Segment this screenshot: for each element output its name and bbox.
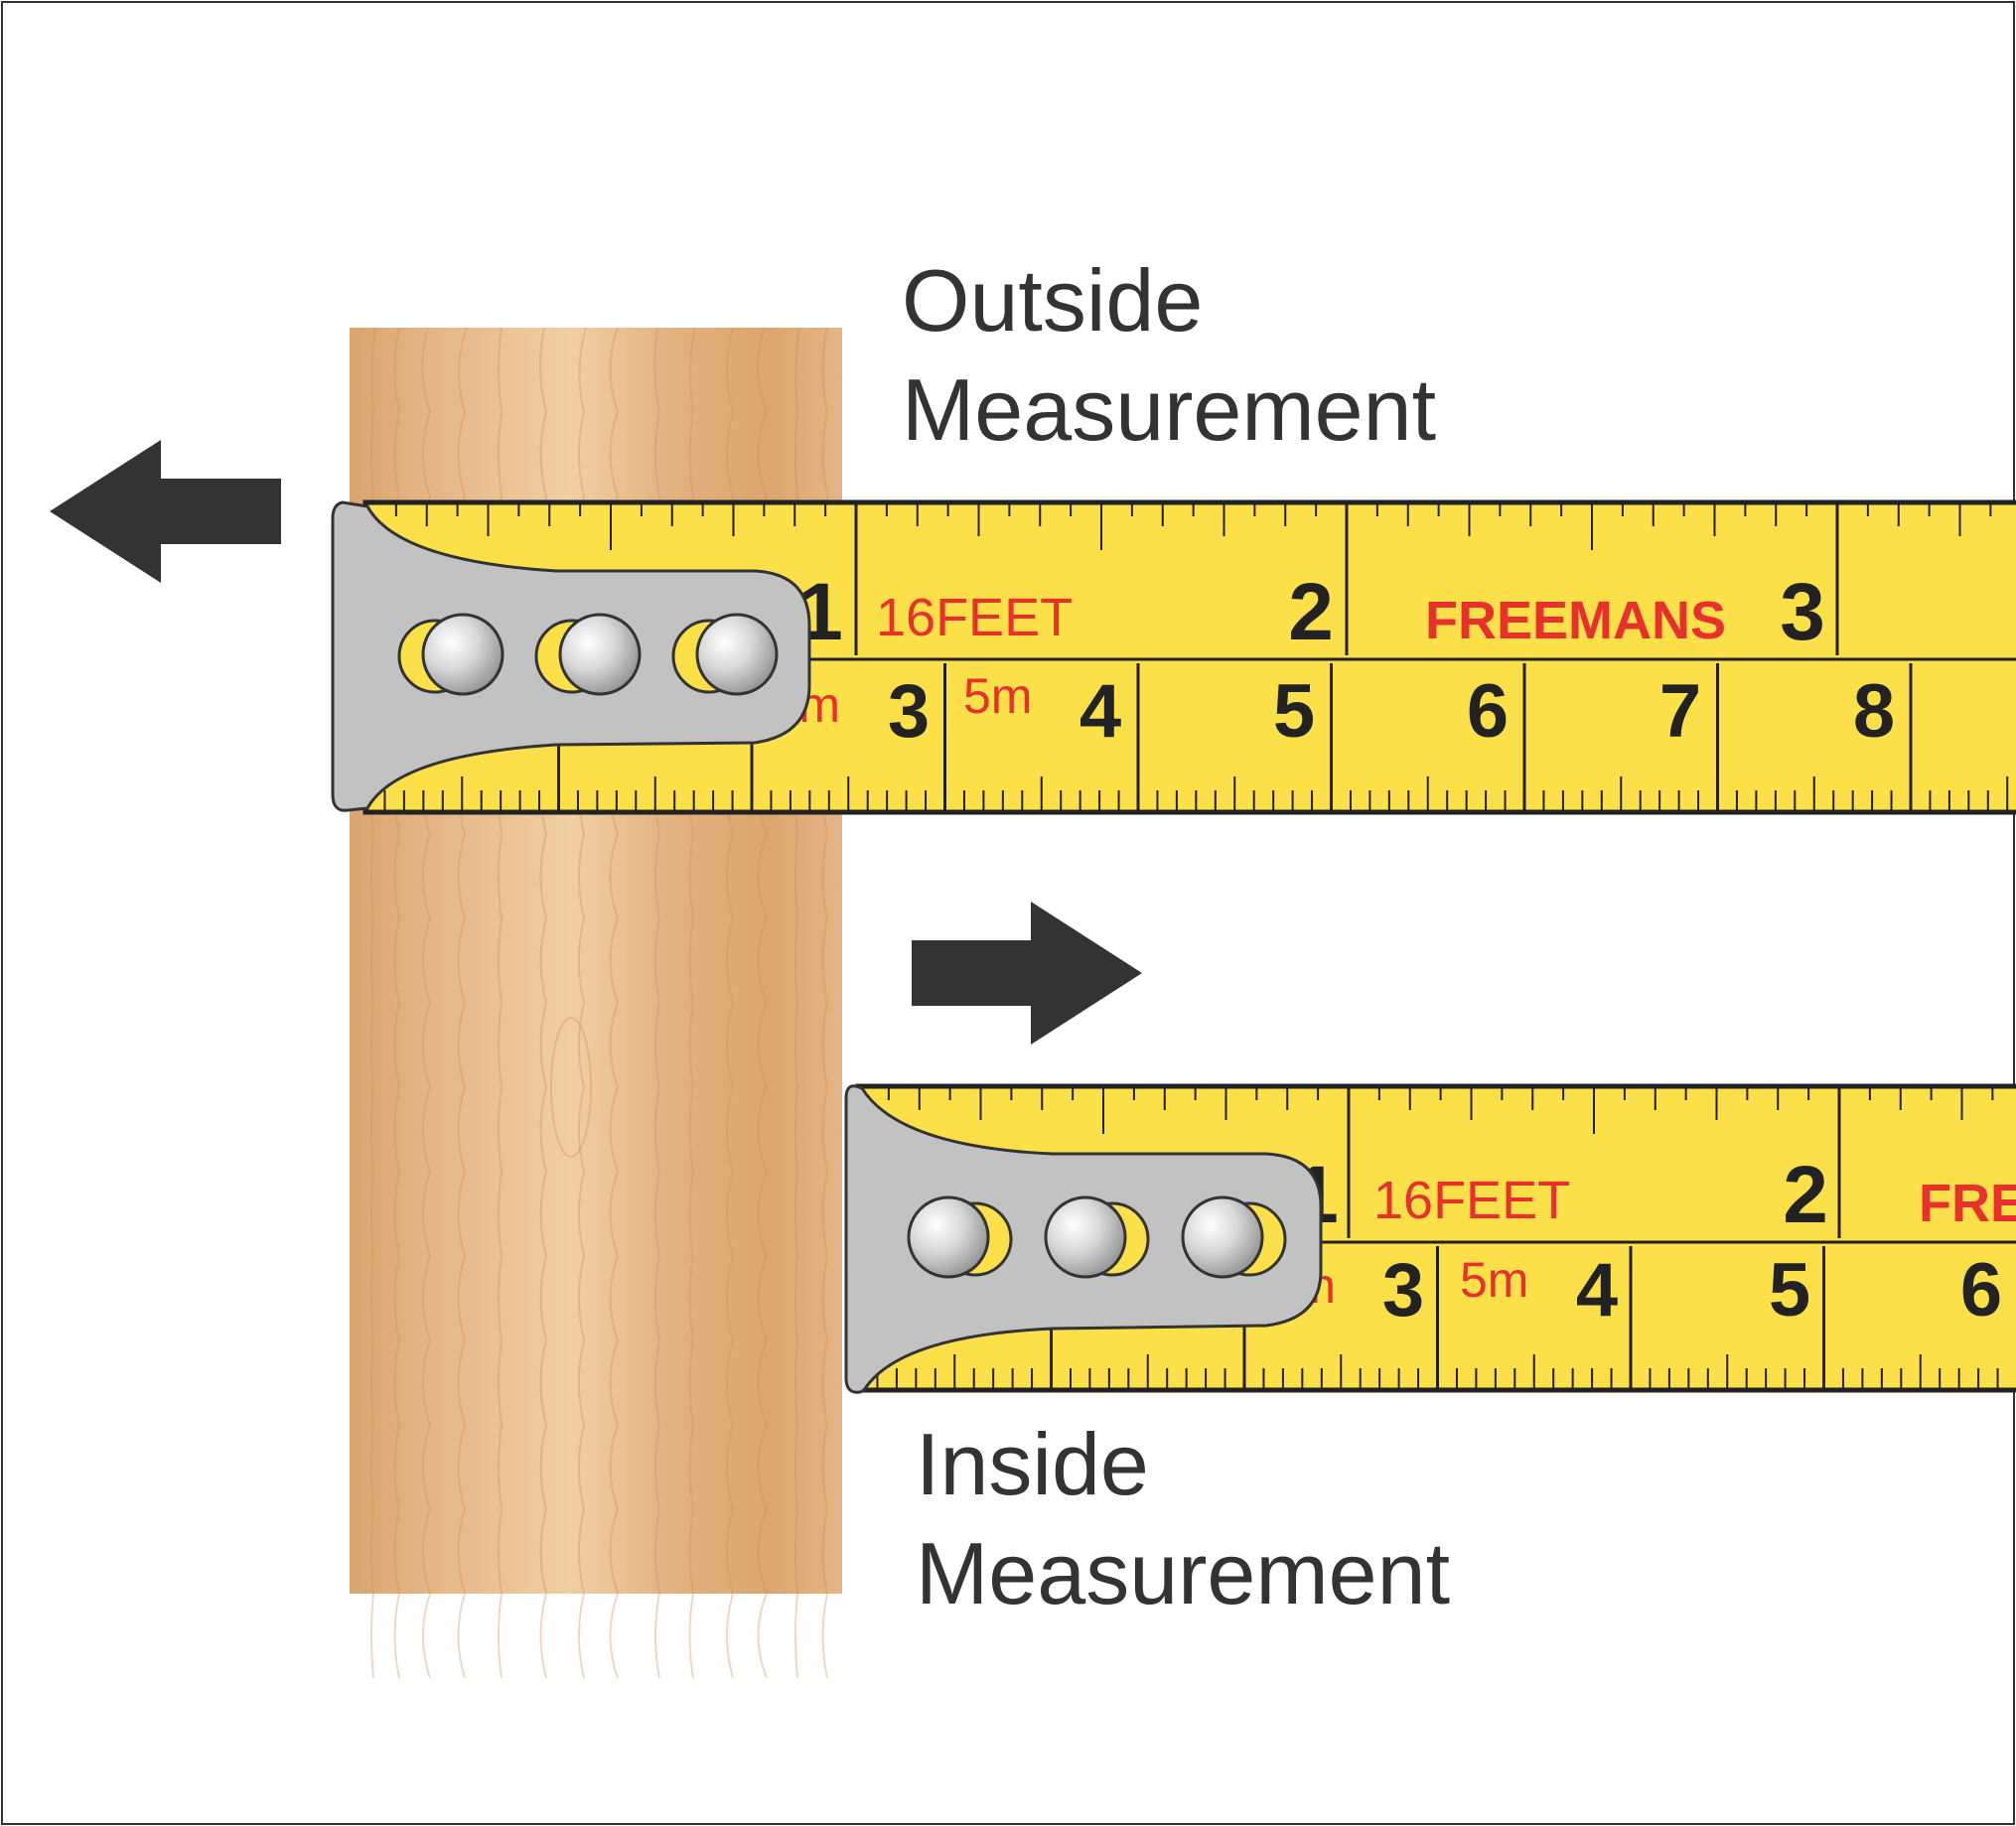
tape-length-feet: 16FEET [876, 588, 1073, 647]
tape-length-metric: 5m [1460, 1252, 1528, 1308]
tape-lower-number: 8 [1853, 669, 1895, 754]
arrow-left-icon [50, 440, 281, 583]
rivet-icon [1044, 1195, 1150, 1279]
tape-lower-number: 5 [1769, 1248, 1810, 1333]
tape-lower-number: 4 [1080, 669, 1121, 754]
tape-length-feet: 16FEET [1373, 1171, 1570, 1230]
outside-measurement-caption: Outside Measurement [902, 246, 1436, 465]
tape-length-metric: 5m [963, 668, 1032, 724]
tape-lower-number: 6 [1467, 669, 1509, 754]
caption-line: Inside [916, 1415, 1149, 1513]
inside-measurement-caption: Inside Measurement [916, 1410, 1450, 1628]
tape-blade-outside: 1 2 3 16FEET FREEMANS m 5m 3 4 5 6 7 8 [362, 499, 2016, 815]
tape-upper-number: 2 [1783, 1150, 1828, 1240]
rivet-icon [534, 613, 642, 696]
rivet-icon [397, 613, 504, 696]
tape-upper-number: 3 [1780, 567, 1825, 657]
tape-brand: FREEMANS [1919, 1174, 2016, 1233]
tape-lower-number: 5 [1273, 669, 1315, 754]
tape-upper-number: 2 [1288, 567, 1334, 657]
tape-lower-number: 3 [1382, 1248, 1424, 1333]
caption-line: Measurement [902, 360, 1437, 459]
tape-lower-number: 3 [888, 669, 930, 754]
caption-line: Measurement [916, 1524, 1451, 1622]
rivet-group-outside [397, 613, 779, 696]
tape-brand: FREEMANS [1425, 591, 1726, 650]
caption-line: Outside [902, 251, 1204, 350]
rivet-icon [671, 613, 779, 696]
tape-lower-number: 6 [1960, 1248, 2002, 1333]
tape-lower-number: 4 [1576, 1248, 1618, 1333]
rivet-icon [907, 1195, 1013, 1279]
rivet-icon [1181, 1195, 1287, 1279]
arrow-right-icon [912, 902, 1142, 1045]
wood-knot [550, 1017, 592, 1158]
tape-lower-number: 7 [1659, 669, 1701, 754]
rivet-group-inside [907, 1195, 1287, 1279]
